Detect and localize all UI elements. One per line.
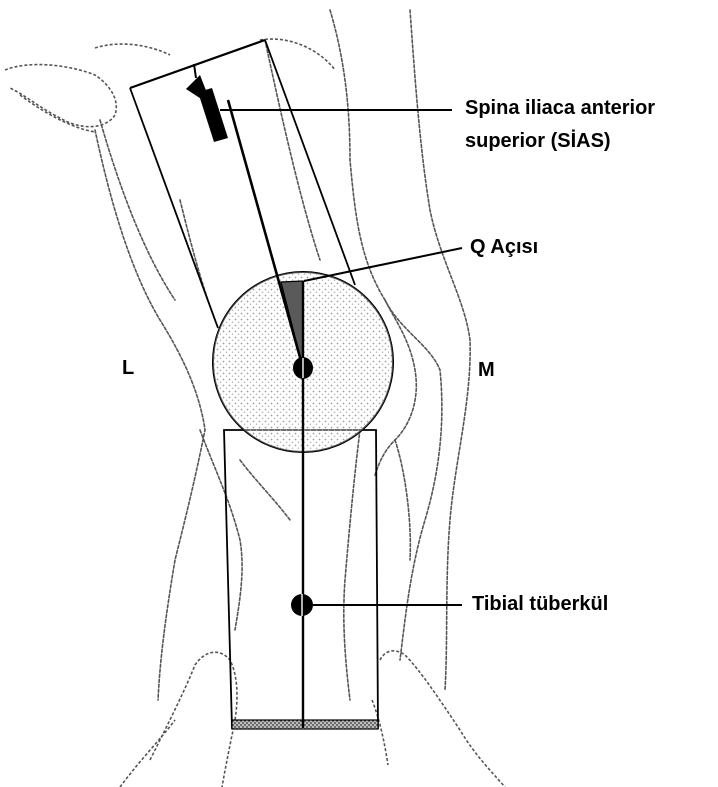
- sias-label-line1: Spina iliaca anterior: [465, 96, 655, 120]
- q-angle-leader-line: [304, 248, 462, 281]
- patella-center-marker: [293, 357, 313, 379]
- tibial-tubercle-marker: [291, 594, 313, 616]
- sias-label-line2: superior (SİAS): [465, 129, 611, 153]
- sias-arrow: [186, 75, 228, 142]
- tibial-tubercle-label: Tibial tüberkül: [472, 592, 608, 616]
- top-thumb: [5, 39, 335, 132]
- medial-label: M: [478, 358, 495, 382]
- lateral-label: L: [122, 356, 134, 380]
- bottom-hands: [120, 651, 505, 787]
- q-angle-label: Q Açısı: [470, 235, 538, 259]
